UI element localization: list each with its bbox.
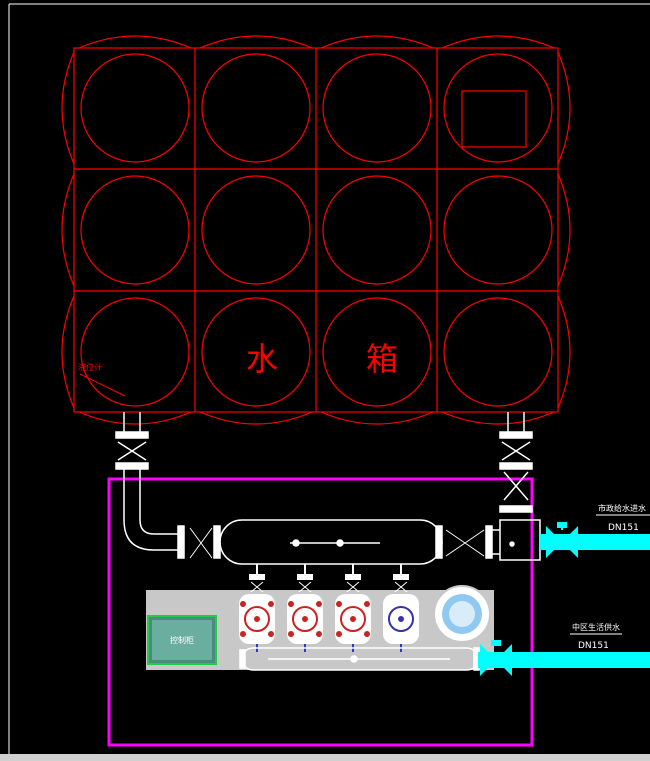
tank-outer-arc <box>199 411 313 425</box>
supply-outlet-size: DN151 <box>578 641 609 651</box>
right-outlet-pipe <box>485 412 541 561</box>
horizontal-scrollbar[interactable] <box>0 754 650 761</box>
tank-panel-circle <box>80 297 190 407</box>
tank-outer-arc <box>441 411 555 425</box>
supply-outlet-pipe <box>478 640 650 676</box>
tank-outer-arc <box>320 411 434 425</box>
tank-panel-circle <box>201 175 311 285</box>
pump-icon[interactable] <box>287 564 323 652</box>
pump-room-frame <box>107 477 534 747</box>
tank-panel-circle <box>443 175 553 285</box>
left-outlet-pipe <box>115 412 185 559</box>
control-cabinet-label: 控制柜 <box>170 635 194 645</box>
tank-panel-circle <box>443 53 553 163</box>
tank-outer-arc <box>61 295 75 409</box>
gauge-icon[interactable] <box>383 564 419 652</box>
tank-char-2: 箱 <box>366 340 398 378</box>
pressure-tank-icon[interactable] <box>433 585 491 643</box>
pump-icon[interactable] <box>335 564 371 652</box>
manhole-hatch <box>461 90 527 148</box>
city-inlet-size: DN151 <box>608 523 639 533</box>
tank-panel-circle <box>322 297 432 407</box>
tank-panel-circle <box>201 53 311 163</box>
tank-panel-circle <box>443 297 553 407</box>
left-gate-valve-icon[interactable] <box>189 527 213 559</box>
tank-char-1: 水 <box>246 340 278 378</box>
suction-header <box>213 519 443 565</box>
tank-panel-circle <box>80 53 190 163</box>
level-gauge-leader <box>79 373 126 397</box>
tank-outer-arc <box>61 173 75 287</box>
tank-outer-arc <box>557 51 571 165</box>
city-inlet-label: 市政给水进水 <box>598 503 646 513</box>
tank-panel-circle <box>322 175 432 285</box>
tank-outer-arc <box>61 51 75 165</box>
level-gauge-label: 液位计 <box>78 362 102 372</box>
right-header-valve-icon[interactable] <box>445 529 485 557</box>
tank-outer-arc <box>78 35 192 49</box>
tank-outer-arc <box>78 411 192 425</box>
tank-panel-circle <box>80 175 190 285</box>
supply-outlet-label: 中区生活供水 <box>572 622 620 632</box>
pump-icon[interactable] <box>239 564 275 652</box>
city-water-inlet-pipe <box>540 522 650 558</box>
tank-panel-circle <box>201 297 311 407</box>
tank-outer-arc <box>441 35 555 49</box>
tank-outer-arc <box>557 295 571 409</box>
tank-panel-circle <box>322 53 432 163</box>
control-cabinet[interactable]: 控制柜 <box>147 615 217 665</box>
water-tank <box>61 35 571 425</box>
tank-outer-arc <box>557 173 571 287</box>
tank-outer-arc <box>320 35 434 49</box>
tank-outer-arc <box>199 35 313 49</box>
